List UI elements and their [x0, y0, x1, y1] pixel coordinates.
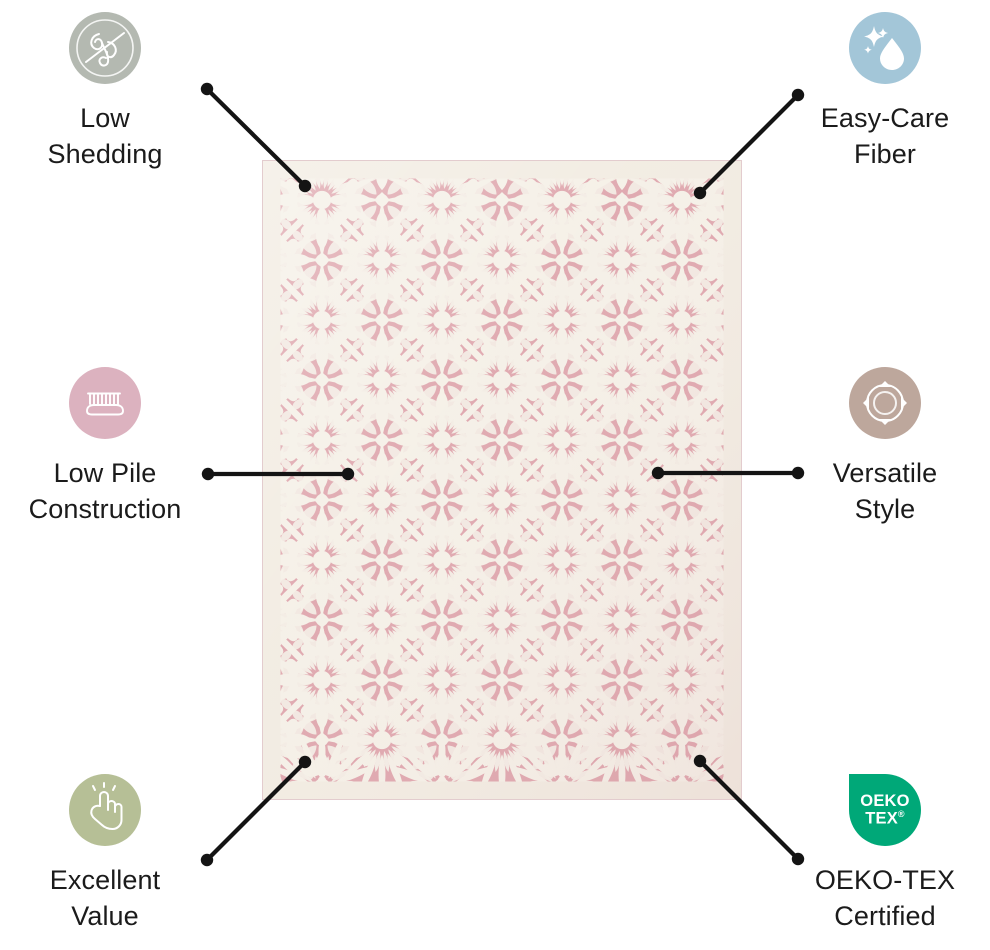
water-droplet-sparkle-icon	[849, 12, 921, 84]
feature-label-low-shedding: Low Shedding	[47, 103, 163, 169]
area-rug-image	[262, 160, 742, 800]
oeko-tex-badge-line1: OEKO	[860, 791, 910, 810]
feature-label-low-pile-construction: Low Pile Construction	[28, 458, 182, 524]
feature-label-versatile-style: Versatile Style	[832, 458, 938, 524]
pile-height-comb-icon	[69, 367, 141, 439]
feature-easy-care-fiber: Easy-Care Fiber	[785, 12, 985, 173]
feature-excellent-value: Excellent Value	[5, 774, 205, 935]
tapping-hand-icon	[69, 774, 141, 846]
oeko-tex-trademark: ®	[897, 808, 905, 819]
feature-low-pile-construction: Low Pile Construction	[5, 367, 205, 528]
feature-oeko-tex-certified: OEKO TEX® OEKO-TEX Certified	[785, 774, 985, 935]
feature-low-shedding: Low Shedding	[5, 12, 205, 173]
feature-label-easy-care-fiber: Easy-Care Fiber	[820, 103, 950, 169]
feature-versatile-style: Versatile Style	[785, 367, 985, 528]
rotating-arrows-icon	[849, 367, 921, 439]
oeko-tex-badge-line2: TEX®	[865, 808, 905, 828]
oeko-tex-badge-icon: OEKO TEX®	[849, 774, 921, 846]
feature-label-excellent-value: Excellent Value	[49, 865, 161, 931]
feature-label-oeko-tex-certified: OEKO-TEX Certified	[814, 865, 956, 931]
oeko-tex-badge-text: TEX	[865, 809, 898, 828]
no-shedding-fiber-icon	[69, 12, 141, 84]
